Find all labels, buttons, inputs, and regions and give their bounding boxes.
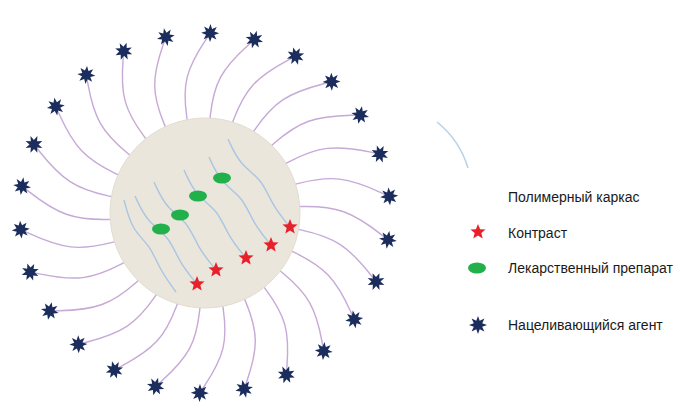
targeting-agent <box>147 378 164 395</box>
polymer-strand <box>30 260 128 278</box>
targeting-agent <box>201 24 219 42</box>
contrast-agent <box>238 250 253 265</box>
contrast-agent <box>208 262 223 277</box>
targeting-agent <box>41 302 59 320</box>
targeting-agent <box>22 264 39 281</box>
targeting-agent <box>191 384 209 402</box>
polymer-strand <box>295 206 388 239</box>
polymer-strand <box>294 228 376 281</box>
polymer-strand <box>122 51 148 142</box>
polymer-strand <box>86 75 133 158</box>
targeting-agent <box>345 311 363 329</box>
legend-label: Нацеливающийся агент <box>508 316 663 334</box>
polymer-strand <box>155 37 168 131</box>
targeting-agent <box>26 136 43 153</box>
polymer-strands <box>12 24 398 402</box>
polymer-strand <box>209 40 254 124</box>
targeting-agent <box>287 47 304 64</box>
legend-label: Полимерный каркас <box>508 188 639 206</box>
polymer-strand <box>291 179 390 197</box>
polymer-strand <box>185 33 210 125</box>
polymer-chain <box>228 139 290 227</box>
polymer-strand <box>56 107 123 177</box>
polymer-strand <box>268 115 360 149</box>
polymer-strand <box>34 144 116 197</box>
polymer-strand <box>22 186 115 219</box>
particle-core <box>110 118 300 308</box>
targeting-agent <box>368 273 385 290</box>
polymer-strand <box>200 301 225 393</box>
targeting-sample <box>469 316 487 334</box>
drug-particle <box>213 173 231 184</box>
targeting-agent <box>371 146 388 163</box>
core-contents <box>124 139 298 292</box>
targeting-agent <box>379 231 397 249</box>
targeting-agent <box>380 187 398 205</box>
polymer-strand <box>243 295 256 389</box>
polymer-sample <box>437 122 468 168</box>
targeting-agent <box>323 73 341 91</box>
targeting-agent <box>115 43 132 60</box>
polymer-chain <box>209 157 271 245</box>
polymer-strand <box>50 277 142 311</box>
polymer-chain <box>135 196 197 284</box>
polymer-strand <box>251 82 332 136</box>
polymer-strand <box>78 291 159 345</box>
targeting-agent <box>13 177 31 195</box>
polymer-strand <box>282 148 380 166</box>
contrast-agent <box>263 237 278 252</box>
targeting-agent <box>235 380 253 398</box>
polymer-chain <box>124 200 176 292</box>
targeting-agent <box>315 342 333 360</box>
polymer-strand <box>231 56 296 127</box>
contrast-agent <box>282 219 297 234</box>
targeting-agent <box>12 221 30 239</box>
targeting-agent <box>157 28 175 46</box>
targeting-agent <box>77 66 95 84</box>
legend-label: Контраст <box>508 224 567 242</box>
drug-particle <box>171 210 189 221</box>
targeting-agent <box>278 366 295 383</box>
polymer-strand <box>287 249 354 319</box>
polymer-strand <box>114 299 179 370</box>
targeting-agent <box>70 335 88 353</box>
polymer-strand <box>156 303 201 387</box>
targeting-agent <box>106 361 123 378</box>
polymer-strand <box>261 283 287 374</box>
polymer-strand <box>276 268 323 351</box>
contrast-sample <box>470 224 485 239</box>
targeting-agent <box>47 98 65 116</box>
polymer-chain <box>184 170 246 258</box>
polymer-strand <box>21 230 120 248</box>
legend-samples <box>437 122 487 334</box>
contrast-agent <box>189 276 204 291</box>
targeting-agent <box>246 31 263 48</box>
legend-label: Лекарственный препарат <box>508 259 673 277</box>
drug-particle <box>189 191 207 202</box>
drug-sample <box>468 263 486 274</box>
drug-particle <box>152 224 170 235</box>
targeting-agent <box>351 106 369 124</box>
